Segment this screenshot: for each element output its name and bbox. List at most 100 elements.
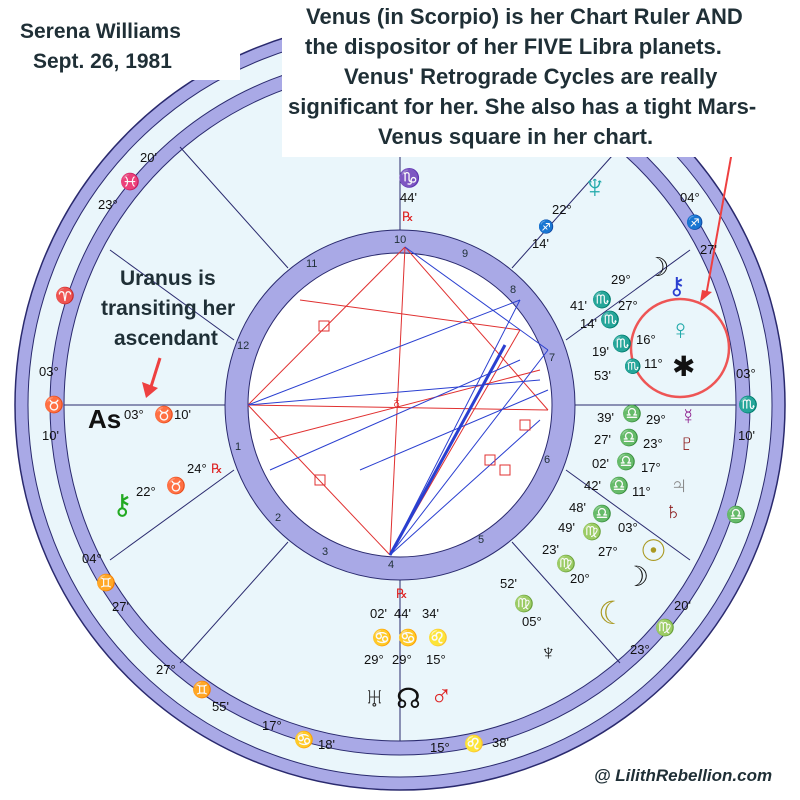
uranus-transit-degree: 24° [187, 461, 207, 476]
ascendant-degree: 03° [124, 407, 144, 422]
pluto-sign-icon: ♎ [619, 430, 639, 447]
house-number-3: 3 [322, 546, 329, 558]
credit-text: @ LilithRebellion.com [594, 766, 773, 785]
crescent-moon-icon: ☾ [598, 595, 627, 631]
venus-icon: ♀ [670, 314, 691, 345]
node-sign-icon: ♋ [398, 630, 418, 647]
cusp-1-minutes: 10' [42, 428, 59, 443]
chiron-icon: ⚷ [668, 273, 686, 300]
cusp-8-minutes: 27' [700, 242, 717, 257]
uranus-icon: ♅ [364, 682, 385, 713]
mars-minutes: 49' [558, 520, 575, 535]
chart-name: Serena Williams [20, 20, 181, 43]
neptune-icon: ♆ [582, 168, 608, 206]
moon-node-minutes: 23' [542, 542, 559, 557]
cusp-1-degree: 03° [39, 364, 59, 379]
mercury-sign-icon: ♎ [622, 406, 642, 423]
cusp-12-minutes: 23° [98, 197, 118, 212]
house-number-4: 4 [388, 559, 395, 571]
uranus-note-line-2: transiting her [101, 297, 236, 320]
cusp-2-degree: 04° [82, 551, 102, 566]
cusp-6-degree: 20' [674, 598, 691, 613]
house-number-10: 10 [394, 234, 407, 246]
mars-ic-degree: 15° [426, 652, 446, 667]
cusp-5-sign-icon: ♌ [464, 736, 484, 753]
asteroid-icon: ✱ [672, 351, 696, 382]
ascendant-minutes: 10' [174, 407, 191, 422]
cusp-4-degree: 17° [262, 718, 282, 733]
cusp-6-sign-icon: ♍ [655, 620, 675, 637]
sun-minutes: 48' [569, 500, 586, 515]
saturn-mc-icon: ♑ [398, 168, 421, 188]
moon-node-degree: 20° [570, 571, 590, 586]
mars-ic-minutes: 34' [422, 606, 439, 621]
neptune-degree: 22° [552, 202, 572, 217]
planet-27-degree: 27° [618, 298, 638, 313]
house-number-12: 12 [237, 340, 250, 352]
saturn-degree: 11° [632, 484, 651, 499]
cusp-7-degree: 03° [736, 366, 756, 381]
jupiter-icon: ♃ [670, 472, 688, 499]
jupiter-sign-icon: ♎ [616, 454, 636, 471]
chiron-minutes: 41' [570, 298, 587, 313]
chiron-transit-icon: ⚷ [112, 489, 133, 520]
cusp-2-sign-icon: ♊ [96, 575, 116, 592]
house-number-9: 9 [462, 248, 469, 260]
cusp-2-minutes: 27' [112, 599, 129, 614]
saturn-minutes: 42' [584, 478, 601, 493]
jupiter-minutes: 02' [592, 456, 609, 471]
pluto-degree: 23° [643, 436, 663, 451]
cusp-12-degree: 20' [140, 150, 157, 165]
saturn-mc-minutes: 44' [400, 190, 417, 205]
venus-minutes: 19' [592, 344, 609, 359]
planet-14-minutes: 14' [580, 316, 597, 331]
mercury-minutes: 39' [597, 410, 614, 425]
cusp-7-minutes: 10' [738, 428, 755, 443]
fortune-sign-icon: ♍ [514, 596, 534, 613]
house-number-2: 2 [275, 512, 282, 524]
fortune-degree: 05° [522, 614, 542, 629]
sun-icon: ☉ [640, 535, 667, 568]
uranus-note-line-1: Uranus is [120, 267, 216, 290]
mars-retro-icon: ℞ [396, 586, 408, 601]
mercury-degree: 29° [646, 412, 666, 427]
moon-node-sign-icon: ♍ [556, 556, 576, 573]
house-number-1: 1 [235, 441, 242, 453]
cusp-8-sign-icon: ♐ [686, 214, 704, 230]
venus-note-line-5: Venus square in her chart. [378, 124, 654, 149]
ceres-center-icon: ♁ [390, 392, 404, 412]
pluto-icon: ♇ [678, 430, 696, 457]
fortune-minutes: 52' [500, 576, 517, 591]
node-degree: 29° [392, 652, 412, 667]
moon-node-icon: ☽ [624, 561, 650, 592]
saturn-icon: ♄ [664, 498, 682, 525]
sun-sign-icon: ♎ [592, 506, 612, 523]
neptune-sign-icon: ♐ [538, 219, 555, 234]
saturn-mc-retro-icon: ℞ [402, 209, 414, 224]
pluto-minutes: 27' [594, 432, 611, 447]
cusp-5-degree: 15° [430, 740, 450, 755]
moon-icon: ☽ [646, 252, 670, 282]
node-minutes: 44' [394, 606, 411, 621]
uranus-sign-icon: ♋ [372, 630, 392, 647]
cusp-5-minutes: 38' [492, 735, 509, 750]
venus-sign-icon: ♏ [612, 336, 632, 353]
header-box [0, 0, 240, 80]
mars-degree: 27° [598, 544, 618, 559]
cusp-12-sign-icon: ♓ [120, 174, 140, 191]
uranus-transit-retro-icon: ℞ [211, 461, 223, 476]
cusp-1-sign-icon: ♉ [44, 397, 64, 414]
cusp-4-minutes: 18' [318, 737, 335, 752]
sun-degree: 03° [618, 520, 638, 535]
scorpio-sign-icon-2: ♏ [600, 312, 620, 329]
scorpio-sign-icon-1: ♏ [592, 292, 612, 309]
lilith-icon: ♆ [540, 640, 557, 665]
cusp-3-sign-icon: ♊ [192, 682, 212, 699]
house-number-11: 11 [306, 258, 318, 270]
jupiter-degree: 17° [641, 460, 661, 475]
cusp-8-degree: 04° [680, 190, 700, 205]
aries-sign-icon: ♈ [55, 288, 75, 305]
uranus-transit-sign-icon: ♉ [166, 478, 186, 495]
house-number-5: 5 [478, 534, 485, 546]
